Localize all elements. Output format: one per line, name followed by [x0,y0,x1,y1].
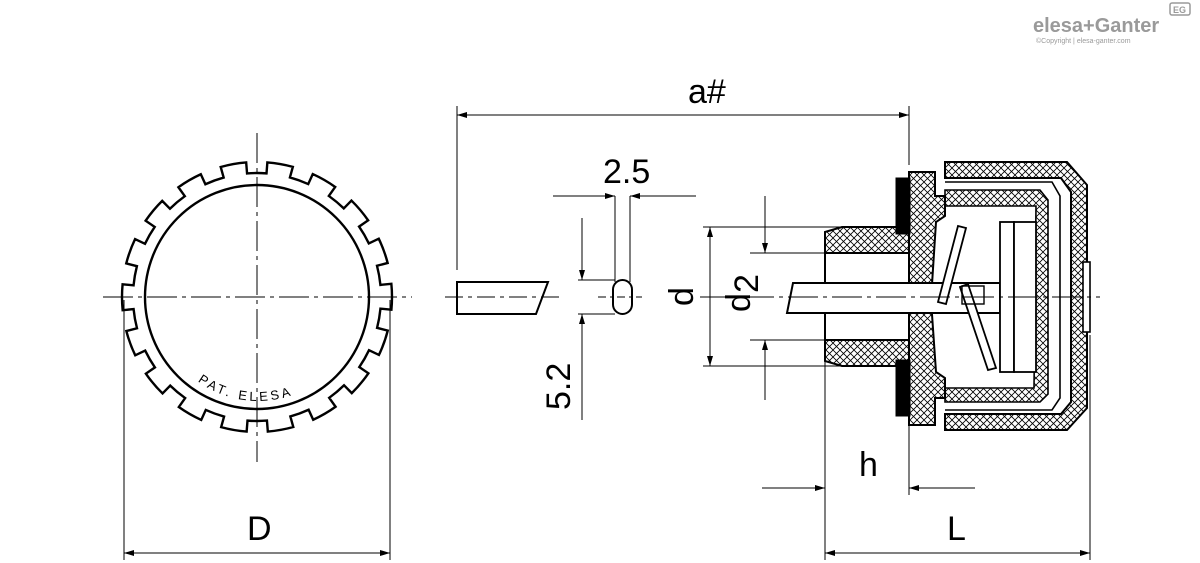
knob-front-view: PAT. ELESA [103,133,412,560]
gasket-upper [895,177,911,235]
cap-inner-wall-section [944,189,1049,403]
pin-cut-shape [456,281,550,315]
logo-copyright-text: ©Copyright | elesa-ganter.com [1036,37,1131,45]
slot-detail [553,193,696,420]
logo-badge-text: EG [1173,5,1186,15]
elesa-ganter-logo: elesa+Ganter EG ©Copyright | elesa-gante… [1033,2,1191,45]
dimension-d2-label: d 2 [720,274,766,312]
dimension-a-label: a# [688,73,726,111]
knurled-rim-outline [120,161,394,433]
dimension-L-label: L [947,510,966,548]
dimension-d2-subscript: 2 [728,274,766,293]
section-dimensions [456,106,1091,560]
spring-catch [961,285,985,305]
dimension-h-label: h [859,446,878,484]
logo-brand-text: elesa+Ganter [1033,15,1159,37]
logo-badge-frame [1169,2,1191,16]
dimension-d-label: d [663,287,701,306]
neck-upper-section [824,226,910,254]
dimension-D-label: D [247,510,272,548]
knob-inner-face [143,183,371,411]
slot-length-label: 5.2 [540,363,578,410]
pin-detail [445,281,560,315]
assembly-section-view [700,161,1100,431]
gasket-lower [895,359,911,417]
dimension-d2-base: d [720,293,758,312]
spring-blade-upper [936,224,968,306]
slot-width-label: 2.5 [603,153,650,191]
spring-blade-lower [958,282,998,372]
neck-lower-section [824,339,910,367]
cap-shell-section [944,161,1088,431]
